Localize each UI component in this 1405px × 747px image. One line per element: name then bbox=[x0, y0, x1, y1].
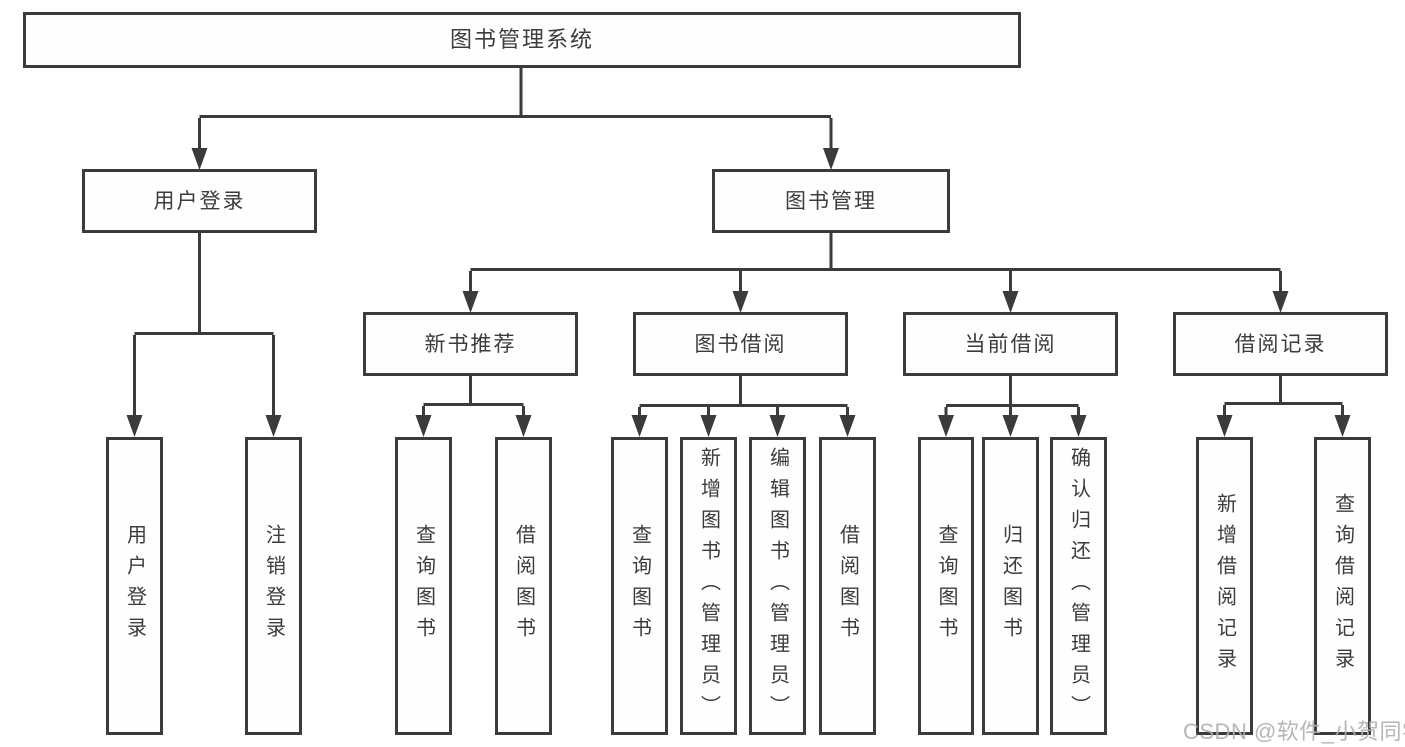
connector-borrow-records-branch bbox=[1216, 376, 1351, 437]
connector-line bbox=[944, 376, 1080, 419]
leaf-query-books-3: 查询图书 bbox=[918, 437, 974, 735]
node-book-borrowing: 图书借阅 bbox=[633, 312, 848, 376]
node-current-borrowing: 当前借阅 bbox=[903, 312, 1118, 376]
node-book-management-branch: 图书管理 bbox=[712, 169, 950, 233]
arrowhead-icon bbox=[732, 291, 749, 313]
connector-user-login-branch bbox=[126, 233, 282, 437]
connector-line bbox=[469, 233, 1282, 295]
arrowhead-icon bbox=[1216, 415, 1233, 437]
arrowhead-icon bbox=[769, 415, 786, 437]
leaf-borrow-books-1: 借阅图书 bbox=[495, 437, 552, 735]
arrowhead-icon bbox=[415, 415, 432, 437]
leaf-add-books-admin: 新增图书（管理员） bbox=[680, 437, 737, 735]
leaf-add-borrow-record: 新增借阅记录 bbox=[1196, 437, 1253, 735]
csdn-watermark: CSDN @软件_小贺同学 bbox=[1183, 719, 1405, 744]
leaf-edit-books-admin: 编辑图书（管理员） bbox=[749, 437, 806, 735]
connector-line bbox=[638, 376, 849, 419]
connector-line bbox=[422, 376, 525, 419]
arrowhead-icon bbox=[631, 415, 648, 437]
arrowhead-icon bbox=[1070, 415, 1087, 437]
arrowhead-icon bbox=[700, 415, 717, 437]
node-library-management-system: 图书管理系统 bbox=[23, 12, 1021, 68]
arrowhead-icon bbox=[462, 291, 479, 313]
connector-book-management-branch bbox=[462, 233, 1289, 313]
leaf-query-borrow-record: 查询借阅记录 bbox=[1314, 437, 1371, 735]
arrowhead-icon bbox=[1272, 291, 1289, 313]
connector-line bbox=[1223, 376, 1344, 419]
node-user-login-branch: 用户登录 bbox=[82, 169, 317, 233]
arrowhead-icon bbox=[265, 415, 282, 437]
leaf-logout: 注销登录 bbox=[245, 437, 302, 735]
leaf-query-books-2: 查询图书 bbox=[611, 437, 668, 735]
arrowhead-icon bbox=[126, 415, 143, 437]
arrowhead-icon bbox=[515, 415, 532, 437]
leaf-confirm-return-admin: 确认归还（管理员） bbox=[1050, 437, 1107, 735]
arrowhead-icon bbox=[823, 148, 839, 170]
leaf-user-login: 用户登录 bbox=[106, 437, 163, 735]
arrowhead-icon bbox=[1002, 415, 1019, 437]
connector-line bbox=[198, 68, 833, 152]
arrowhead-icon bbox=[1334, 415, 1351, 437]
connector-new-book-rec-branch bbox=[415, 376, 532, 437]
connector-root-to-level2 bbox=[191, 68, 839, 170]
arrowhead-icon bbox=[191, 148, 208, 170]
leaf-query-books-1: 查询图书 bbox=[395, 437, 452, 735]
leaf-return-books: 归还图书 bbox=[982, 437, 1039, 735]
arrowhead-icon bbox=[938, 415, 954, 437]
connector-book-borrow-branch bbox=[631, 376, 856, 437]
arrowhead-icon bbox=[1002, 291, 1019, 313]
leaf-borrow-books-2: 借阅图书 bbox=[819, 437, 876, 735]
node-new-book-recommendation: 新书推荐 bbox=[363, 312, 578, 376]
node-borrowing-records: 借阅记录 bbox=[1173, 312, 1388, 376]
arrowhead-icon bbox=[839, 415, 856, 437]
connector-line bbox=[133, 233, 275, 419]
connector-current-borrow-branch bbox=[938, 376, 1087, 437]
